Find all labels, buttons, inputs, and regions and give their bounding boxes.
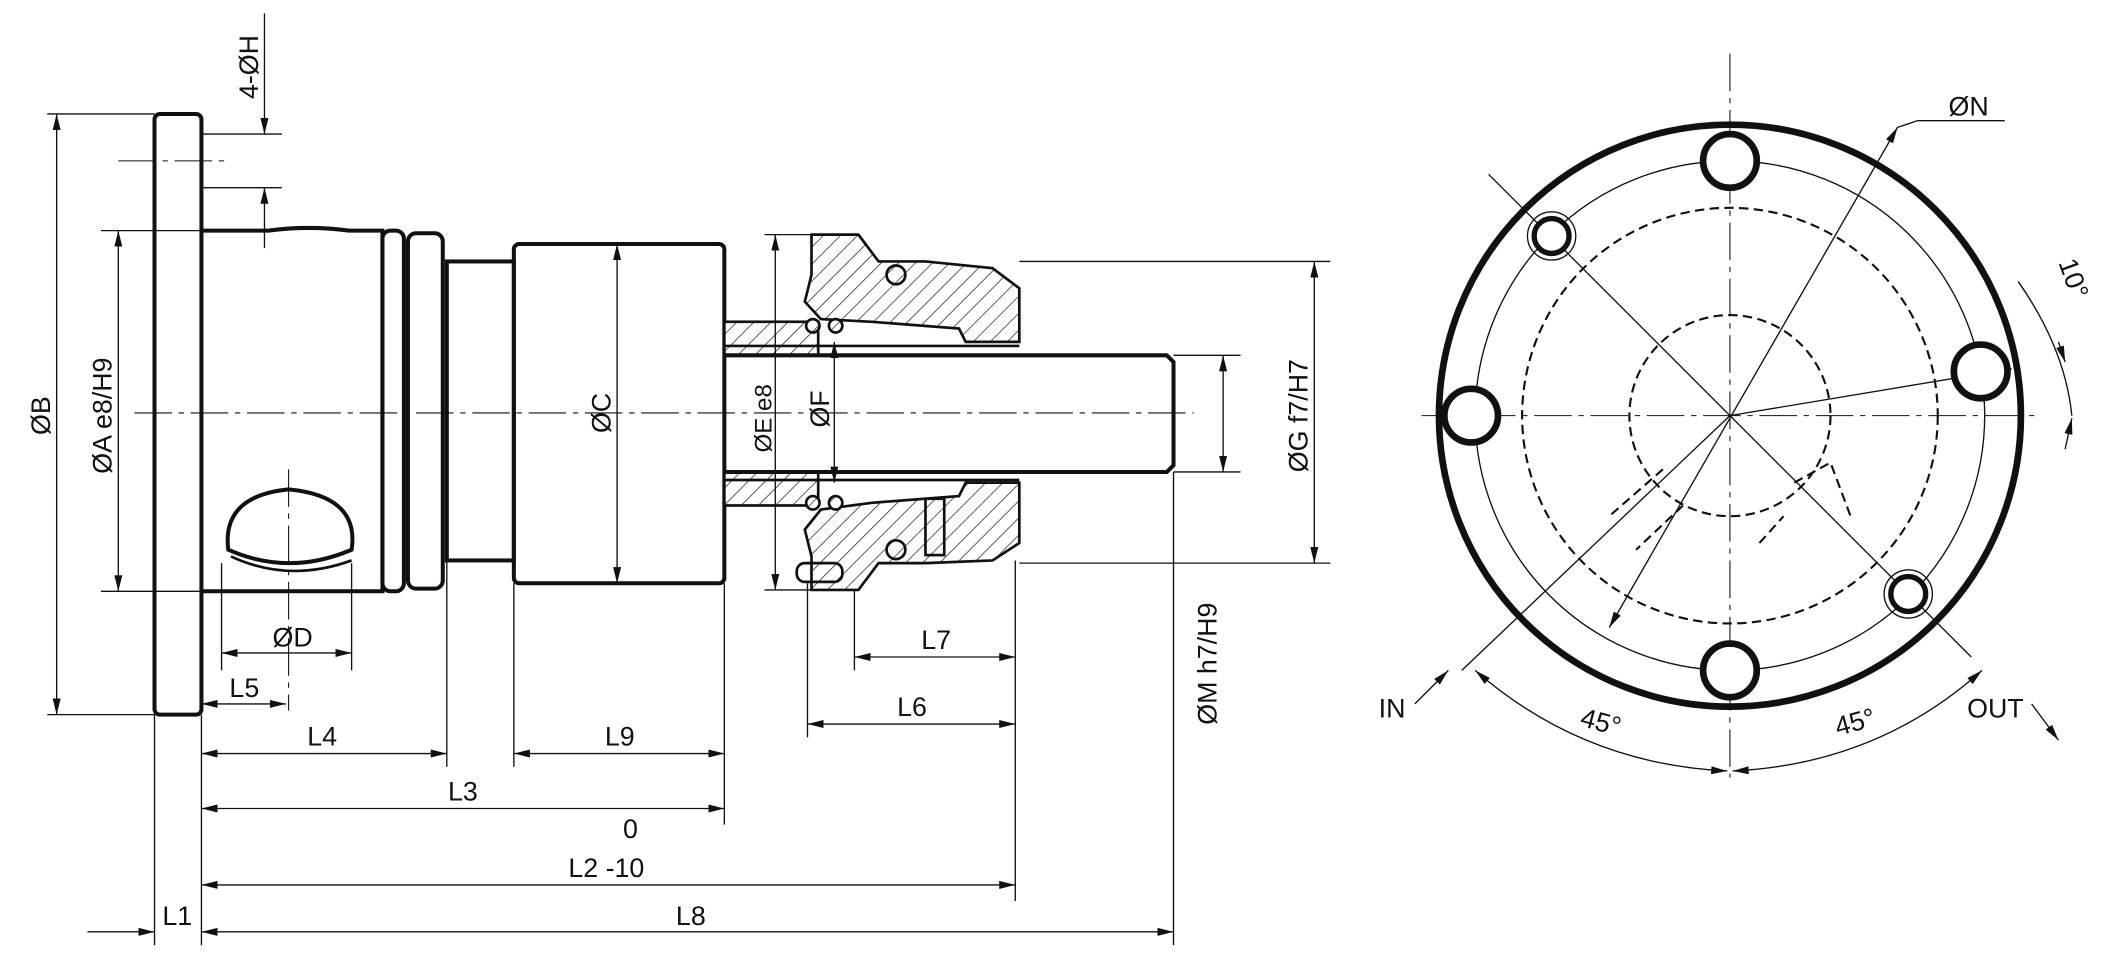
seal-ring bbox=[405, 231, 445, 591]
gland-housing bbox=[803, 233, 1021, 344]
dim-C: ØC bbox=[586, 393, 616, 433]
dim-L8: L8 bbox=[676, 901, 706, 931]
end-view: ØN 10° 45° 45° IN OUT bbox=[1379, 53, 2095, 778]
dim-H: 4-ØH bbox=[234, 35, 264, 99]
dim-N: ØN bbox=[1948, 91, 1988, 121]
dim-L3: L3 bbox=[448, 776, 478, 806]
side-view: ØB ØA e8/H9 4-ØH ØC ØE e8 ØF ØG f7/H7 ØM… bbox=[26, 13, 1331, 946]
angle-in-45: 45° bbox=[1577, 702, 1624, 741]
dim-F: ØF bbox=[805, 390, 835, 427]
seal-ring bbox=[380, 228, 406, 594]
gland-housing-lower bbox=[803, 481, 1021, 592]
dim-L6: L6 bbox=[897, 692, 927, 722]
shaft bbox=[724, 353, 1176, 474]
dim-M: ØM h7/H9 bbox=[1192, 603, 1222, 725]
out-port-label: OUT bbox=[1967, 693, 2024, 723]
dim-G: ØG f7/H7 bbox=[1284, 359, 1314, 472]
body bbox=[201, 225, 385, 594]
dim-L4: L4 bbox=[307, 721, 337, 751]
dim-D: ØD bbox=[273, 622, 313, 652]
dim-A: ØA e8/H9 bbox=[88, 358, 118, 474]
flange-outline bbox=[1435, 121, 2025, 710]
dim-L5: L5 bbox=[229, 673, 259, 703]
dim-L2: L2 -10 bbox=[568, 853, 644, 883]
dim-L3-tolerance: 0 bbox=[623, 814, 638, 844]
dim-E: ØE e8 bbox=[750, 384, 777, 452]
flange bbox=[152, 111, 204, 717]
port-opening bbox=[225, 487, 355, 566]
dim-L7: L7 bbox=[921, 625, 951, 655]
neck bbox=[444, 259, 516, 563]
in-port-label: IN bbox=[1379, 693, 1406, 723]
dim-L1: L1 bbox=[162, 901, 192, 931]
angle-out-45: 45° bbox=[1832, 702, 1879, 741]
dim-B: ØB bbox=[26, 396, 56, 435]
dim-L9: L9 bbox=[605, 721, 635, 751]
angle-10: 10° bbox=[2053, 254, 2095, 302]
drum bbox=[511, 242, 727, 586]
